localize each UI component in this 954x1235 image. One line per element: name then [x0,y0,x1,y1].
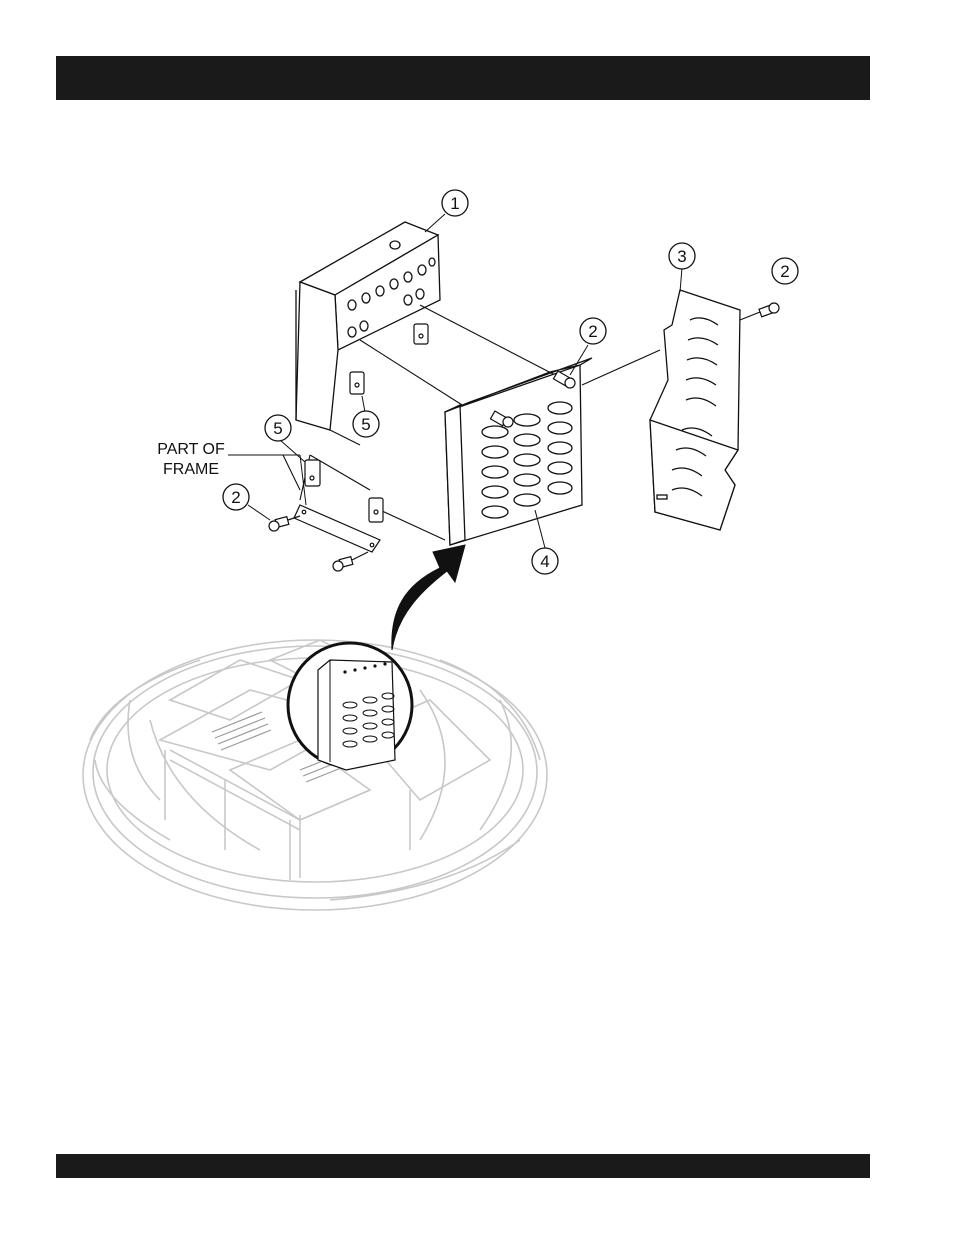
screw-icon [740,303,779,320]
callout-arrow [392,545,465,650]
detail-circle [288,643,412,770]
callout-2: 2 [780,262,789,281]
callout-2: 2 [231,488,240,507]
callout-2: 2 [588,322,597,341]
frame-bracket [294,505,380,552]
callout-5: 5 [361,415,370,434]
frame-label-line1: PART OF [157,441,225,458]
callout-4: 4 [540,552,549,571]
side-louver-panel [650,290,740,530]
callout-1: 1 [450,194,459,213]
frame-label-line2: FRAME [163,461,219,478]
callout-3: 3 [677,247,686,266]
callout-5: 5 [273,419,282,438]
